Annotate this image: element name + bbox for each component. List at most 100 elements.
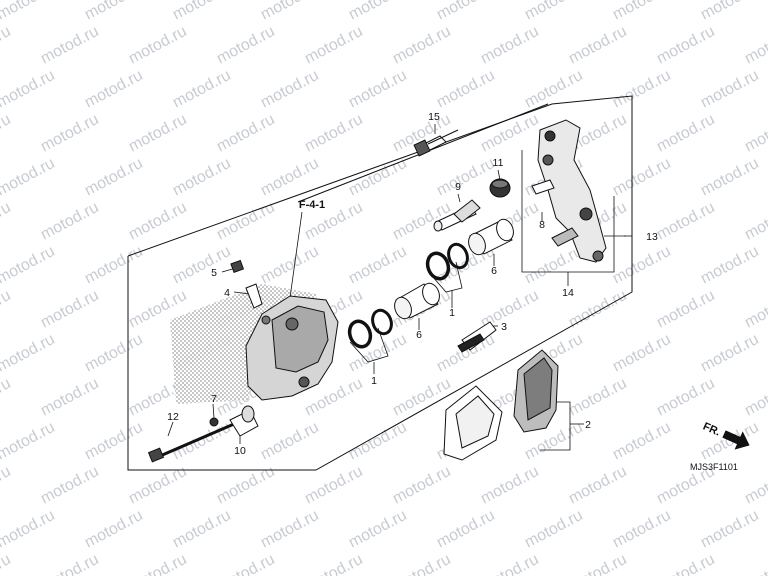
watermark-text: motod.ru	[742, 23, 768, 68]
leader-lines	[167, 124, 632, 451]
part-1-seals-upper	[425, 242, 469, 281]
watermark-text: motod.ru	[82, 419, 146, 464]
watermark-text: motod.ru	[698, 67, 762, 112]
watermark-text: motod.ru	[38, 463, 102, 508]
callout-12: 12	[167, 411, 179, 423]
watermark-text: motod.ru	[0, 287, 14, 332]
watermark-text: motod.ru	[698, 331, 762, 376]
watermark-text: motod.ru	[698, 507, 762, 552]
watermark-text: motod.ru	[0, 243, 58, 288]
watermark-text: motod.ru	[214, 111, 278, 156]
watermark-text: motod.ru	[38, 287, 102, 332]
part-5-cap	[230, 259, 245, 274]
callout-6-lower: 6	[416, 329, 422, 341]
watermark-text: motod.ru	[0, 507, 58, 552]
callout-1-lower: 1	[371, 375, 377, 387]
watermark-text: motod.ru	[654, 287, 718, 332]
watermark-text: motod.ru	[38, 375, 102, 420]
watermark-text: motod.ru	[302, 551, 366, 576]
watermark-text: motod.ru	[610, 0, 674, 24]
part-4-bleeder	[245, 283, 263, 309]
part-2-pad-front	[443, 385, 503, 461]
watermark-text: motod.ru	[82, 0, 146, 24]
watermark-text: motod.ru	[390, 463, 454, 508]
callout-1-upper: 1	[449, 307, 455, 319]
watermark-text: motod.ru	[0, 0, 58, 24]
watermark-text: motod.ru	[434, 67, 498, 112]
watermark-text: motod.ru	[522, 0, 586, 24]
part-6-piston-left	[394, 282, 440, 320]
watermark-text: motod.ru	[434, 155, 498, 200]
caliper-body	[245, 295, 339, 401]
arrow-icon	[722, 430, 750, 450]
watermark-text: motod.ru	[82, 155, 146, 200]
part-15-bolt	[413, 129, 459, 157]
part-9-pin	[433, 199, 481, 232]
watermark-text: motod.ru	[0, 331, 58, 376]
watermark-text: motod.ru	[126, 551, 190, 576]
watermark-text: motod.ru	[346, 419, 410, 464]
watermark-text: motod.ru	[346, 243, 410, 288]
watermark-text: motod.ru	[258, 155, 322, 200]
watermark-text: motod.ru	[390, 23, 454, 68]
watermark-text: motod.ru	[0, 23, 14, 68]
watermark-text: motod.ru	[258, 507, 322, 552]
watermark-text: motod.ru	[170, 419, 234, 464]
watermark-text: motod.ru	[38, 199, 102, 244]
reference-label: F-4-1	[299, 199, 325, 211]
watermark-text: motod.ru	[478, 551, 542, 576]
watermark-text: motod.ru	[0, 419, 58, 464]
watermark-text: motod.ru	[478, 463, 542, 508]
watermark-text: motod.ru	[126, 23, 190, 68]
watermark-text: motod.ru	[346, 67, 410, 112]
watermark-text: motod.ru	[0, 551, 14, 576]
watermark-text: motod.ru	[610, 155, 674, 200]
watermark-text: motod.ru	[478, 23, 542, 68]
watermark-text: motod.ru	[698, 243, 762, 288]
watermark-text: motod.ru	[610, 67, 674, 112]
watermark-text: motod.ru	[82, 331, 146, 376]
watermark-text: motod.ru	[610, 419, 674, 464]
watermark-text: motod.ru	[126, 111, 190, 156]
watermark-text: motod.ru	[522, 243, 586, 288]
watermark-text: motod.ru	[566, 375, 630, 420]
watermark-text: motod.ru	[302, 23, 366, 68]
watermark-text: motod.ru	[742, 111, 768, 156]
watermark-text: motod.ru	[654, 375, 718, 420]
watermark-text: motod.ru	[654, 551, 718, 576]
watermark-text: motod.ru	[566, 463, 630, 508]
watermark-text: motod.ru	[82, 243, 146, 288]
watermark-text: motod.ru	[654, 199, 718, 244]
watermark-text: motod.ru	[742, 287, 768, 332]
part-13-bracket	[531, 119, 607, 263]
callout-15: 15	[428, 111, 440, 123]
watermark-text: motod.ru	[610, 331, 674, 376]
callout-3: 3	[501, 321, 507, 333]
watermark-text: motod.ru	[38, 551, 102, 576]
watermark-text: motod.ru	[566, 23, 630, 68]
watermark-text: motod.ru	[0, 155, 58, 200]
callout-6-upper: 6	[491, 265, 497, 277]
watermark-text: motod.ru	[258, 419, 322, 464]
watermark-text: motod.ru	[654, 111, 718, 156]
watermark-text: motod.ru	[610, 507, 674, 552]
watermark-text: motod.ru	[82, 507, 146, 552]
watermark-text: motod.ru	[390, 375, 454, 420]
watermark-text: motod.ru	[610, 243, 674, 288]
watermark-text: motod.ru	[346, 0, 410, 24]
watermark-text: motod.ru	[390, 551, 454, 576]
watermark-text: motod.ru	[522, 67, 586, 112]
watermark-text: motod.ru	[258, 0, 322, 24]
watermark-text: motod.ru	[742, 551, 768, 576]
part-2-pad-rear	[513, 349, 559, 433]
watermark-text: motod.ru	[258, 67, 322, 112]
watermark-text: motod.ru	[82, 67, 146, 112]
watermark-text: motod.ru	[170, 155, 234, 200]
callout-8: 8	[539, 219, 545, 231]
callouts: 15 11 9 8 13 14 6 1 6 3 1 2 5 4 7 12 10	[167, 111, 658, 457]
callout-4: 4	[224, 287, 230, 299]
watermark-text: motod.ru	[522, 507, 586, 552]
watermark-text: motod.ru	[478, 111, 542, 156]
